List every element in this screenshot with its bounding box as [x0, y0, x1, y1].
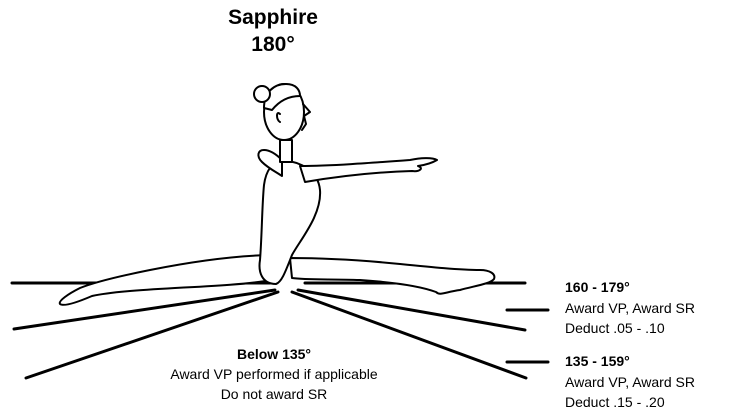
gymnast-illustration	[60, 84, 495, 305]
title-angle: 180°	[251, 33, 294, 56]
angle-reference-lines	[12, 283, 548, 378]
hair-bun	[254, 86, 270, 102]
front-arm	[300, 158, 437, 182]
front-leg	[290, 258, 494, 294]
range-160-179-line1: Award VP, Award SR	[565, 300, 695, 316]
range-160-179-heading: 160 - 179°	[565, 279, 630, 295]
title-name: Sapphire	[228, 6, 318, 29]
neck	[280, 140, 292, 162]
range-135-159-heading: 135 - 159°	[565, 353, 630, 369]
line-160-179-left	[14, 290, 275, 329]
below-135-line2: Do not award SR	[221, 386, 328, 402]
range-135-159-line1: Award VP, Award SR	[565, 374, 695, 390]
below-135-heading: Below 135°	[237, 346, 311, 362]
range-135-159-line2: Deduct .15 - .20	[565, 394, 665, 410]
line-160-179-right	[298, 290, 525, 330]
back-leg	[60, 255, 272, 305]
range-160-179-line2: Deduct .05 - .10	[565, 320, 665, 336]
below-135-line1: Award VP performed if applicable	[170, 366, 377, 382]
